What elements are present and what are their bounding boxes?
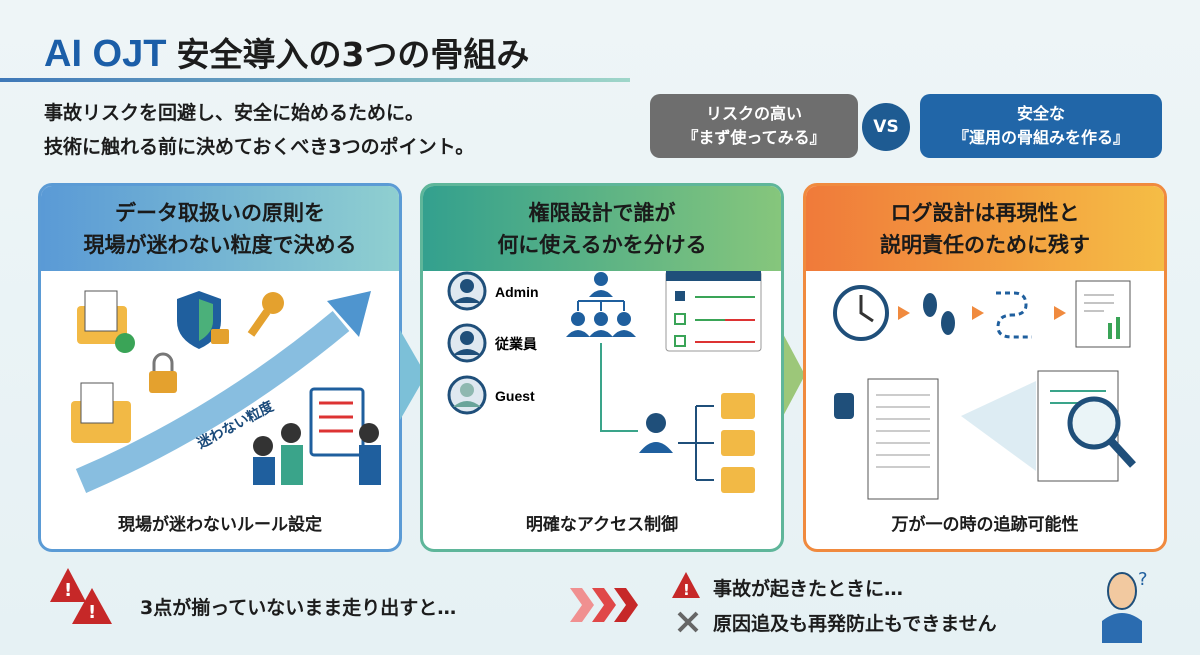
panel-title-line1: ログ設計は再現性と bbox=[890, 200, 1080, 225]
warning-triangle-icon: ! bbox=[672, 572, 700, 599]
arrow-icon bbox=[1054, 306, 1066, 320]
guest-avatar-icon bbox=[447, 375, 487, 415]
trace-path-icon bbox=[996, 291, 1032, 339]
org-chart-icon bbox=[566, 272, 636, 337]
chevron-right-icon bbox=[400, 330, 426, 420]
role-guest: Guest bbox=[495, 388, 535, 404]
logging-illustration bbox=[833, 280, 1136, 500]
svg-text:!: ! bbox=[64, 580, 72, 601]
title-underline bbox=[0, 78, 630, 82]
connector-line bbox=[600, 343, 638, 432]
triple-chevron-icon bbox=[570, 588, 638, 622]
clock-icon bbox=[833, 285, 889, 341]
panel-header: データ取扱いの原則を現場が迷わない粒度で決める bbox=[41, 186, 399, 271]
admin-avatar-icon bbox=[447, 271, 487, 311]
data-handling-illustration: 迷わない粒度 bbox=[71, 290, 381, 493]
arrow-icon bbox=[972, 306, 984, 320]
chevron-right-icon bbox=[781, 330, 805, 420]
cross-icon bbox=[677, 611, 699, 633]
panel-caption: 明確なアクセス制御 bbox=[525, 515, 679, 535]
safe-approach-pill: 安全な『運用の骨組みを作る』 bbox=[920, 94, 1162, 158]
log-scroll-icon bbox=[867, 378, 939, 500]
safe-line2: 『運用の骨組みを作る』 bbox=[952, 128, 1129, 147]
panel-title-line1: 権限設計で誰が bbox=[528, 200, 676, 225]
warning-cause: 3点が揃っていないまま走り出すと… bbox=[140, 597, 457, 619]
subtitle-line1: 事故リスクを回避し、安全に始めるために。 bbox=[44, 102, 425, 124]
footprints-icon bbox=[923, 293, 955, 335]
database-icon bbox=[834, 393, 854, 419]
panel-data-handling: データ取扱いの原則を現場が迷わない粒度で決める 迷わない粒度 現場が迷わないルー… bbox=[38, 183, 402, 552]
employee-avatar-icon bbox=[447, 323, 487, 363]
safe-line1: 安全な bbox=[1016, 104, 1065, 123]
arrow-icon bbox=[898, 306, 910, 320]
panel-title-line1: データ取扱いの原則を bbox=[115, 200, 325, 225]
magnified-document-icon bbox=[1037, 370, 1136, 482]
growth-arrow bbox=[75, 291, 371, 493]
panel-caption: 現場が迷わないルール設定 bbox=[118, 515, 322, 535]
panel-title-line2: 説明責任のために残す bbox=[880, 232, 1090, 257]
panel-title-line2: 何に使えるかを分ける bbox=[497, 232, 707, 257]
svg-text:!: ! bbox=[683, 581, 690, 599]
branch-arrows bbox=[678, 405, 714, 481]
warning-effect-1: 事故が起きたときに… bbox=[713, 578, 904, 600]
risky-line1: リスクの高い bbox=[705, 104, 802, 123]
permission-window-icon bbox=[665, 271, 762, 352]
svg-text:!: ! bbox=[88, 602, 96, 623]
risky-approach-pill: リスクの高い『まず使ってみる』 bbox=[650, 94, 858, 158]
shield-icon bbox=[177, 291, 229, 349]
warning-effect-2: 原因追及も再発防止もできません bbox=[713, 613, 997, 635]
risky-line2: 『まず使ってみる』 bbox=[682, 128, 826, 147]
panel-header: 権限設計で誰が何に使えるかを分ける bbox=[423, 186, 781, 271]
svg-text:?: ? bbox=[1138, 569, 1148, 590]
warning-triangle-icon: !! bbox=[50, 568, 112, 624]
title-prefix: AI OJT bbox=[44, 33, 167, 75]
panel-title-line2: 現場が迷わない粒度で決める bbox=[83, 232, 357, 257]
thinking-person-icon: ? bbox=[1102, 569, 1148, 643]
lock-icon bbox=[149, 352, 177, 393]
permissions-illustration: Admin 従業員 Guest bbox=[447, 271, 762, 493]
team-checklist-icon bbox=[253, 387, 381, 485]
title-main: 安全導入の3つの骨組み bbox=[176, 35, 530, 74]
panel-permissions: 権限設計で誰が何に使えるかを分ける Admin 従業員 Guest 明確なアクセ… bbox=[420, 183, 784, 552]
vs-badge: VS bbox=[862, 103, 910, 151]
key-icon bbox=[247, 292, 284, 337]
role-employee: 従業員 bbox=[494, 336, 537, 352]
document-folder-icon bbox=[71, 382, 131, 443]
folder-icon bbox=[721, 393, 755, 493]
role-admin: Admin bbox=[495, 284, 539, 300]
user-icon bbox=[639, 413, 673, 453]
magnify-beam bbox=[961, 381, 1036, 471]
report-icon bbox=[1075, 280, 1131, 348]
panel-header: ログ設計は再現性と説明責任のために残す bbox=[806, 186, 1164, 271]
subtitle: 事故リスクを回避し、安全に始めるために。技術に触れる前に決めておくべき3つのポイ… bbox=[44, 96, 474, 164]
panel-caption: 万が一の時の追跡可能性 bbox=[891, 515, 1079, 535]
subtitle-line2: 技術に触れる前に決めておくべき3つのポイント。 bbox=[44, 136, 475, 158]
document-folder-icon bbox=[77, 290, 135, 353]
panel-logging: ログ設計は再現性と説明責任のために残す 万が一の時の追跡可能性 bbox=[803, 183, 1167, 552]
